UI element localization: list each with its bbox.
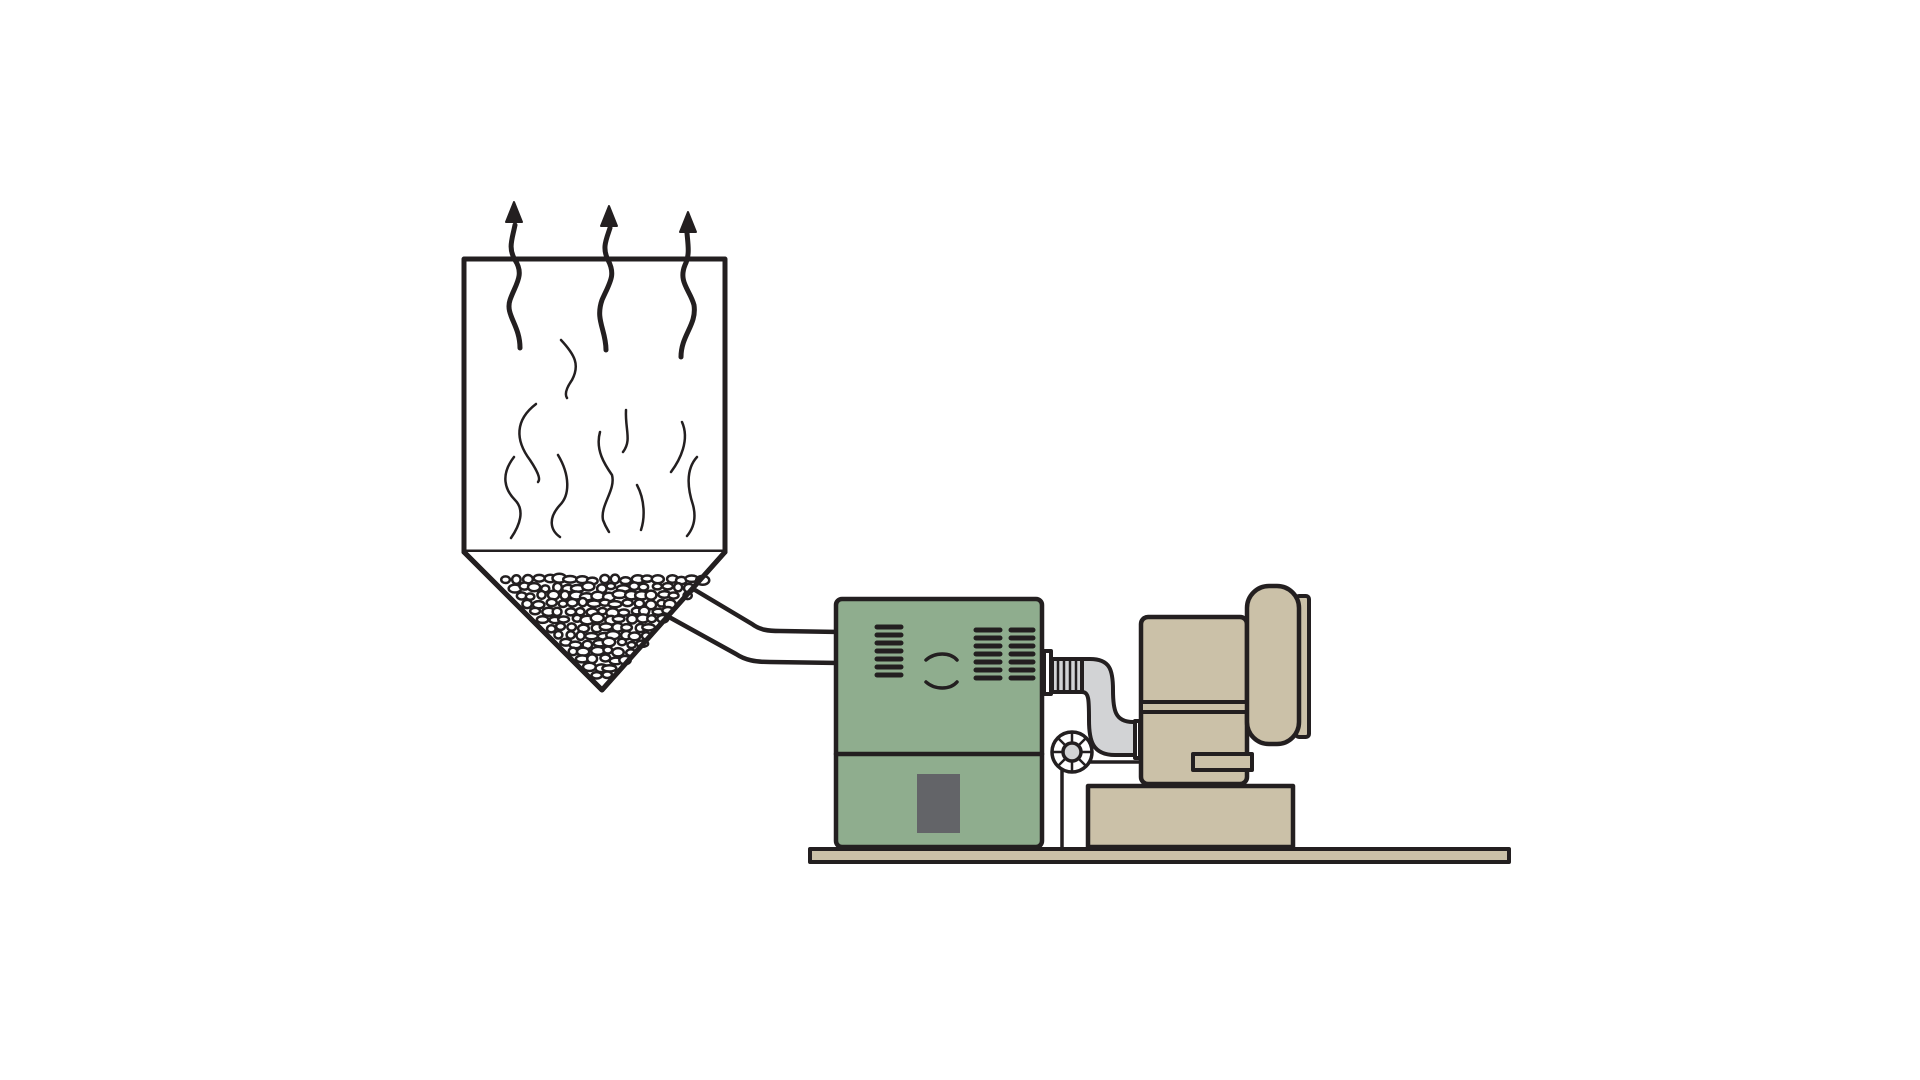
heat-wave-icon — [550, 453, 569, 539]
pellet-icon — [528, 606, 542, 616]
pellet-icon — [554, 621, 567, 632]
arrow-head-icon — [505, 201, 523, 223]
handle-icon — [924, 652, 959, 662]
pellet-icon — [598, 622, 614, 632]
connecting-duct — [1042, 649, 1142, 760]
pellet-icon — [601, 636, 617, 648]
pellet-icon — [627, 631, 642, 642]
pellet-icon — [625, 613, 639, 625]
steam-arrow-icon — [506, 222, 523, 351]
pellet-icon — [577, 596, 589, 608]
heat-wave-icon — [621, 408, 629, 454]
pellet-icon — [618, 576, 633, 586]
pellet-icon — [667, 591, 680, 600]
pellet-icon — [561, 574, 579, 584]
pellet-icon — [556, 615, 571, 624]
pellet-icon — [628, 581, 641, 592]
pellet-icon — [616, 637, 628, 647]
motor-pedestal — [1085, 783, 1296, 850]
pellet-icon — [532, 573, 546, 583]
heat-wave-icon — [518, 402, 541, 484]
steam-arrows — [505, 201, 697, 360]
motor-shaft-bar — [1191, 752, 1254, 772]
pellet-icon — [536, 589, 547, 601]
bellows — [1050, 657, 1084, 694]
pellet-icon — [545, 624, 557, 634]
pellet-icon — [650, 574, 666, 585]
base-plate — [808, 847, 1511, 864]
pellet-icon — [526, 581, 542, 593]
pellet-icon — [599, 573, 611, 585]
pellet-pile — [499, 572, 711, 680]
heat-wave-icon — [504, 455, 522, 540]
access-panel — [917, 774, 960, 833]
heat-wave-icon — [669, 420, 687, 474]
pellet-icon — [553, 629, 564, 640]
hopper-chamber — [461, 256, 728, 555]
heat-wave-icon — [635, 483, 645, 532]
pellet-icon — [557, 599, 569, 609]
hopper — [461, 256, 728, 693]
pellet-icon — [589, 612, 606, 624]
pellet-icon — [521, 598, 534, 610]
heat-wave-icon — [685, 455, 699, 538]
pellet-icon — [535, 614, 550, 625]
feed-pipe — [666, 587, 843, 666]
pellet-icon — [651, 582, 664, 591]
pellet-icon — [510, 573, 522, 586]
pellet-icon — [601, 670, 614, 680]
pellet-icon — [602, 645, 614, 655]
heat-wave-icon — [559, 338, 577, 400]
pellet-icon — [583, 631, 600, 641]
pellet-icon — [672, 581, 684, 593]
pellet-icon — [621, 598, 634, 608]
motor-end-cap — [1244, 583, 1302, 747]
duct-flange — [1042, 649, 1053, 696]
heat-waves — [504, 338, 699, 540]
dryer-unit — [833, 596, 1045, 850]
pellet-icon — [617, 608, 631, 617]
pellet-icon — [661, 581, 675, 591]
pellet-icon — [611, 646, 626, 658]
arrow-head-icon — [600, 205, 618, 227]
motor — [1085, 583, 1311, 850]
heat-wave-icon — [597, 430, 614, 534]
pellet-icon — [607, 599, 623, 609]
pellet-icon — [646, 613, 658, 624]
pellet-icon — [611, 614, 626, 624]
valve-wheel-icon — [1050, 730, 1143, 851]
pellet-icon — [605, 581, 617, 591]
pellet-icon — [499, 575, 512, 585]
vent-grilles — [874, 624, 1036, 681]
pellet-icon — [565, 597, 579, 608]
steam-arrow-icon — [597, 225, 615, 353]
pellet-icon — [626, 640, 637, 650]
pellet-icon — [566, 622, 578, 632]
pellet-icon — [565, 629, 577, 640]
steam-arrow-icon — [678, 230, 697, 360]
pellet-icon — [551, 606, 563, 618]
pellet-icon — [580, 581, 596, 592]
pellet-icon — [559, 589, 571, 601]
pellet-icon — [644, 589, 658, 601]
pellet-icon — [637, 582, 650, 592]
pellet-icon — [545, 597, 559, 608]
pellet-icon — [575, 630, 586, 642]
hopper-cone-outline — [461, 549, 728, 693]
arrow-head-icon — [679, 211, 697, 233]
